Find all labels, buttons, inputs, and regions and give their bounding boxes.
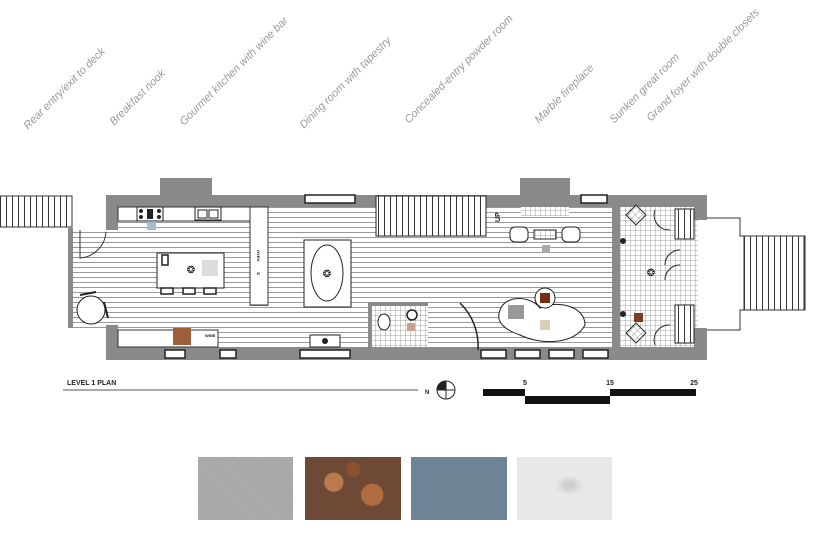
scale-bar (483, 389, 696, 404)
powder-swatch-marker (407, 323, 415, 331)
front-entry-stairs (707, 217, 806, 331)
toilet (377, 313, 391, 331)
island-prep-sink (161, 254, 169, 266)
wine-cooler-label: WINE (205, 333, 216, 338)
cooktop (136, 206, 164, 230)
scale-tick-5: 5 (523, 380, 527, 387)
swatch-fabric (198, 457, 293, 520)
swatch-marble (517, 457, 612, 520)
svg-text:❂: ❂ (647, 268, 655, 279)
light-fixture-icon: ❂ (187, 265, 195, 276)
kitchen-sink (194, 206, 222, 221)
oven-label: OVEN (256, 250, 261, 261)
concealed-door (459, 302, 479, 351)
island-marble-swatch (202, 260, 218, 276)
rear-deck-stairs (0, 195, 73, 228)
north-label: N (425, 390, 429, 396)
windows (164, 194, 609, 359)
scale-tick-25: 25 (690, 380, 698, 387)
stair-up-label: UP (495, 212, 502, 222)
curved-sofa (498, 287, 586, 343)
cork-swatch-marker (173, 328, 191, 345)
kitchen-counters (117, 206, 269, 348)
scale-tick-15: 15 (606, 380, 614, 387)
dining-table (310, 244, 344, 302)
breakfast-table (76, 291, 109, 325)
chandelier-icon: ❂ (323, 269, 331, 280)
foyer-details: ❂ (620, 204, 695, 346)
swatch-cork (305, 457, 401, 520)
north-arrow-icon (436, 380, 456, 400)
swatch-slate-blue (411, 457, 507, 520)
plan-title: LEVEL 1 PLAN (67, 380, 116, 387)
fridge-label: R (257, 271, 260, 276)
main-stair: UP (375, 195, 502, 237)
fireplace-seating (509, 226, 581, 253)
rear-door (79, 230, 107, 259)
vanity-sink (406, 309, 418, 321)
island-stools (160, 287, 217, 295)
